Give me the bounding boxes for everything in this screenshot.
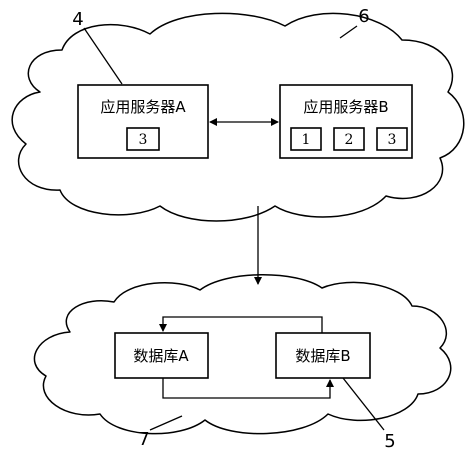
leader-line-db-cloud [149, 415, 183, 431]
database-b-box [275, 332, 371, 379]
server-b-module-label: 1 [302, 132, 311, 148]
database-a-box [114, 332, 209, 379]
app-server-b-label: 应用服务器B [303, 98, 388, 116]
app-server-a: 应用服务器A 3 [77, 84, 209, 159]
server-a-module-box [126, 127, 160, 151]
server-b-module-label: 3 [388, 132, 397, 148]
db-replication-arrow-to-b [162, 378, 334, 399]
ref-numeral-server-a: 4 [72, 9, 83, 30]
app-server-a-label: 应用服务器A [100, 98, 186, 116]
app-server-a-box [77, 84, 209, 159]
database-cloud [33, 274, 452, 435]
app-server-b: 应用服务器B 1 2 3 [279, 84, 413, 159]
leader-line-server-a [83, 27, 123, 85]
database-b: 数据库B [275, 332, 371, 379]
ref-numeral-db-cloud: 7 [138, 429, 149, 450]
database-a: 数据库A [114, 332, 209, 379]
leader-line-app-cloud [339, 25, 358, 39]
server-b-module-box [290, 127, 322, 151]
database-a-label: 数据库A [133, 347, 189, 365]
server-a-module-label: 3 [139, 132, 148, 148]
database-b-label: 数据库B [295, 347, 350, 365]
server-b-module-box [376, 127, 408, 151]
leader-line-database-b [342, 377, 385, 431]
ref-numeral-database-b: 5 [384, 431, 395, 452]
ref-numeral-app-cloud: 6 [358, 6, 369, 27]
server-b-module-box [333, 127, 365, 151]
db-replication-arrow-to-a [159, 316, 323, 333]
server-b-module-label: 2 [345, 132, 354, 148]
app-server-cloud [11, 12, 465, 222]
